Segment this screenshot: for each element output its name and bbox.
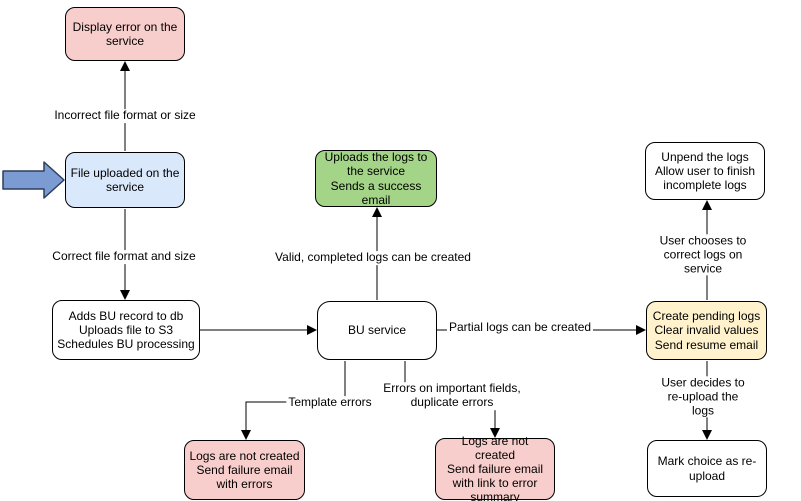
edge-label-partial-logs: Partial logs can be created	[446, 320, 594, 335]
node-create-pending-logs: Create pending logs Clear invalid values…	[646, 301, 767, 360]
node-logs-not-created-summary: Logs are not created Send failure email …	[435, 434, 555, 501]
edge-label-correct-format: Correct file format and size	[50, 249, 198, 264]
node-uploads-logs: Uploads the logs to the service Sends a …	[315, 150, 437, 207]
node-display-error: Display error on the service	[65, 7, 185, 61]
node-adds-bu-record: Adds BU record to db Uploads file to S3 …	[52, 300, 200, 360]
edge-label-errors-fields: Errors on important fields, duplicate er…	[381, 381, 523, 410]
node-logs-not-created-errors: Logs are not created Send failure email …	[184, 440, 305, 500]
edge-label-incorrect-format: Incorrect file format or size	[52, 108, 198, 123]
edge-label-valid-completed: Valid, completed logs can be created	[273, 250, 473, 265]
node-bu-service: BU service	[317, 301, 437, 360]
node-mark-reupload: Mark choice as re-upload	[647, 440, 767, 497]
edge-label-user-decides: User decides to re-upload the logs	[654, 375, 752, 418]
node-unpend-logs: Unpend the logs Allow user to finish inc…	[645, 142, 765, 200]
edge-label-user-chooses: User chooses to correct logs on service	[654, 233, 752, 276]
input-pointer-arrow	[2, 161, 65, 199]
node-file-uploaded: File uploaded on the service	[65, 152, 185, 208]
edge-label-template-errors: Template errors	[286, 395, 374, 410]
